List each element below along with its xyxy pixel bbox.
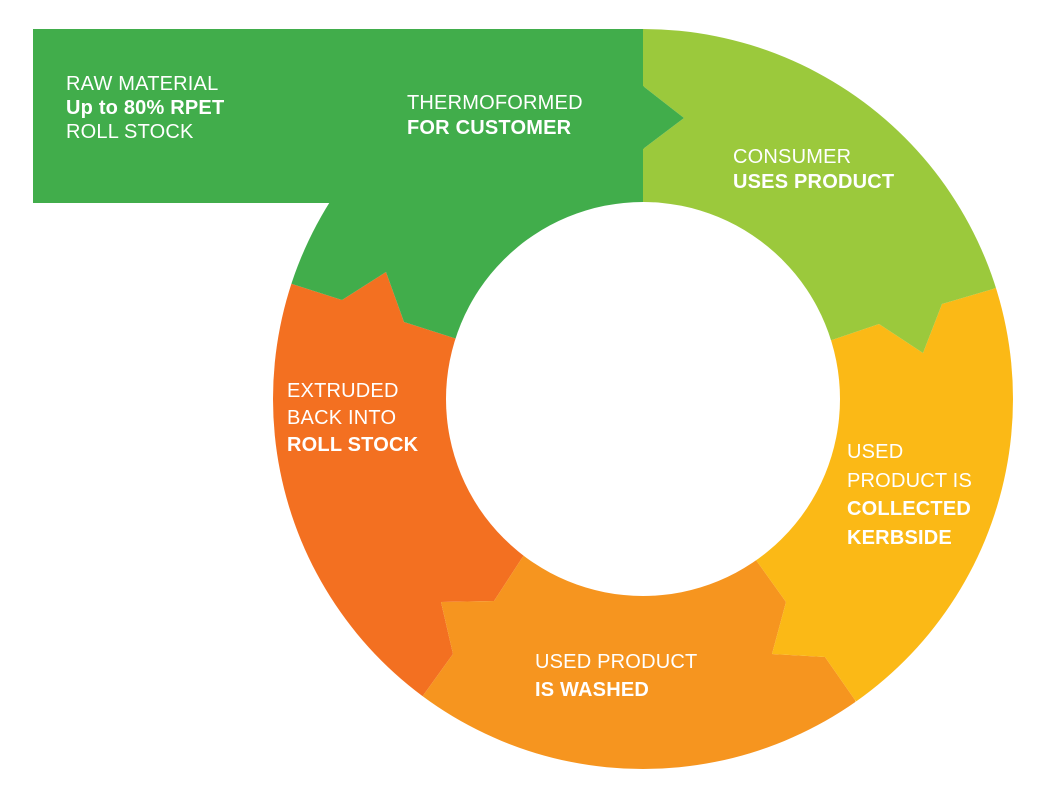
segment-thermoformed: [273, 29, 684, 399]
stage-text-bold: IS WASHED: [535, 679, 650, 701]
stage-label-extruded: EXTRUDED BACK INTO ROLL STOCK: [287, 378, 418, 459]
stage-text: BACK INTO: [287, 407, 397, 429]
stage-text: PRODUCT IS: [847, 469, 972, 492]
stage-text-bold: COLLECTED: [847, 498, 972, 520]
stage-label-collected: USED PRODUCT IS COLLECTED KERBSIDE: [847, 438, 972, 552]
stage-text: CONSUMER: [733, 146, 852, 168]
stage-text: ROLL STOCK: [66, 121, 194, 143]
stage-text: EXTRUDED: [287, 380, 399, 402]
stage-text-bold: ROLL STOCK: [287, 434, 419, 456]
stage-label-consumer: CONSUMER USES PRODUCT: [733, 145, 894, 195]
stage-text: RAW MATERIAL: [66, 73, 219, 95]
stage-text-bold: KERBSIDE: [847, 526, 952, 549]
stage-text: USED: [847, 441, 904, 463]
stage-text-bold: Up to 80% RPET: [66, 97, 225, 119]
stage-text: THERMOFORMED: [407, 92, 583, 114]
stage-text-bold: FOR CUSTOMER: [407, 117, 572, 139]
segment-extruded: [273, 250, 643, 769]
stage-label-thermoformed: THERMOFORMED FOR CUSTOMER: [407, 91, 583, 141]
stage-label-raw-material: RAW MATERIAL Up to 80% RPET ROLL STOCK: [66, 72, 224, 144]
segment-washed: [380, 399, 900, 769]
stage-text-bold: USES PRODUCT: [733, 171, 895, 193]
stage-text: USED PRODUCT: [535, 651, 698, 673]
stage-label-washed: USED PRODUCT IS WASHED: [535, 648, 697, 704]
